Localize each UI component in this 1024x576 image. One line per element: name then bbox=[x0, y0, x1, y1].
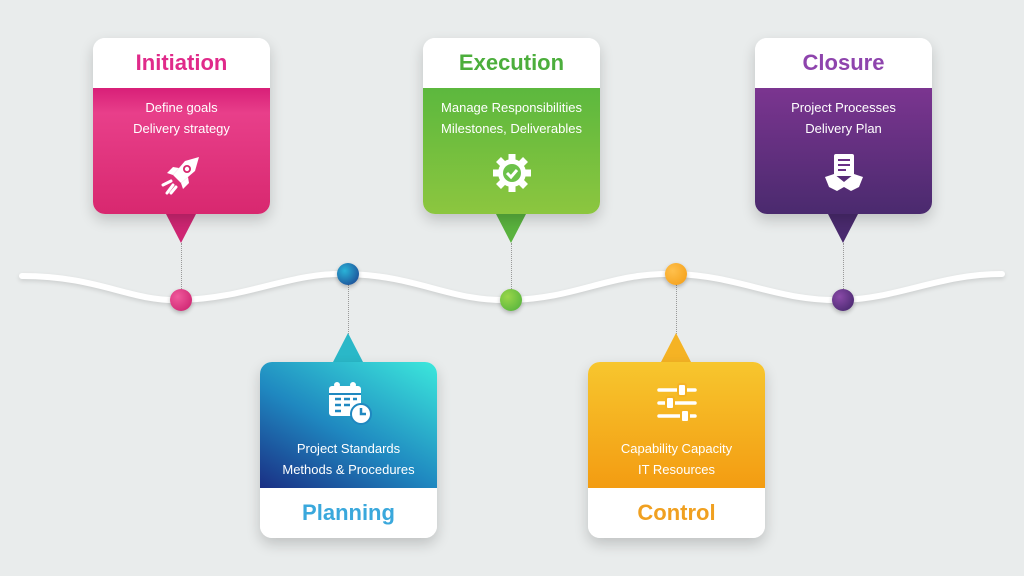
connector-line bbox=[843, 243, 844, 291]
closure-title: Closure bbox=[755, 38, 932, 88]
planning-title: Planning bbox=[260, 488, 437, 538]
execution-pointer bbox=[496, 214, 526, 243]
calendar-clock-icon bbox=[260, 380, 437, 426]
execution-line-1: Manage Responsibilities bbox=[441, 100, 582, 115]
handshake-checklist-icon bbox=[755, 151, 932, 195]
control-milestone-dot bbox=[665, 263, 687, 285]
initiation-milestone-dot bbox=[170, 289, 192, 311]
rocket-icon bbox=[93, 151, 270, 197]
closure-milestone-dot bbox=[832, 289, 854, 311]
closure-line-2: Delivery Plan bbox=[805, 121, 882, 136]
closure-line-1: Project Processes bbox=[791, 100, 896, 115]
sliders-icon bbox=[588, 380, 765, 426]
control-title: Control bbox=[588, 488, 765, 538]
control-card: Capability Capacity IT Resources Control bbox=[588, 362, 765, 538]
execution-line-2: Milestones, Deliverables bbox=[441, 121, 582, 136]
planning-milestone-dot bbox=[337, 263, 359, 285]
control-pointer bbox=[661, 333, 691, 362]
planning-line-2: Methods & Procedures bbox=[282, 462, 415, 477]
gear-check-icon bbox=[423, 151, 600, 195]
execution-title: Execution bbox=[423, 38, 600, 88]
execution-milestone-dot bbox=[500, 289, 522, 311]
initiation-line-2: Delivery strategy bbox=[133, 121, 230, 136]
connector-line bbox=[676, 284, 677, 334]
initiation-title: Initiation bbox=[93, 38, 270, 88]
connector-line bbox=[348, 284, 349, 334]
planning-line-1: Project Standards bbox=[296, 441, 401, 456]
planning-pointer bbox=[333, 333, 363, 362]
connector-line bbox=[181, 243, 182, 291]
execution-card: Execution Manage Responsibilities Milest… bbox=[423, 38, 600, 214]
initiation-line-1: Define goals bbox=[145, 100, 218, 115]
connector-line bbox=[511, 243, 512, 291]
control-line-2: IT Resources bbox=[637, 462, 716, 477]
closure-pointer bbox=[828, 214, 858, 243]
control-line-1: Capability Capacity bbox=[620, 441, 733, 456]
planning-card: Project Standards Methods & Procedures P… bbox=[260, 362, 437, 538]
closure-card: Closure Project Processes Delivery Plan bbox=[755, 38, 932, 214]
initiation-pointer bbox=[166, 214, 196, 243]
initiation-card: Initiation Define goals Delivery strateg… bbox=[93, 38, 270, 214]
